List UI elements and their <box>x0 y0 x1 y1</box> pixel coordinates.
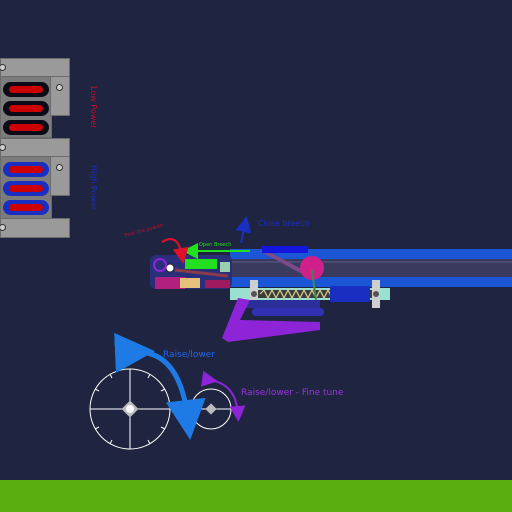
raise-lower-arrow <box>114 332 206 440</box>
open-breech-label: Open Breech <box>199 242 232 248</box>
low-power-rack-side <box>50 76 70 116</box>
raise-lower-fine-label: Raise/lower - Fine tune <box>241 388 344 398</box>
high-power-rack-side <box>50 156 70 196</box>
carriage-leg <box>222 298 320 342</box>
powder-arrow <box>161 238 189 264</box>
close-breech-marker <box>262 246 308 253</box>
screw-icon <box>0 144 6 151</box>
lever-arm[interactable] <box>174 268 229 278</box>
fine-tune-arrow <box>200 370 246 422</box>
low-power-shell-slot[interactable] <box>3 82 49 97</box>
close-breech-label: Close breech <box>258 219 310 228</box>
low-power-shell-slot[interactable] <box>3 101 49 116</box>
high-power-shell-slot[interactable] <box>3 200 49 215</box>
high-power-rack-bottom <box>0 218 70 238</box>
low-power-rack <box>0 76 52 138</box>
elevation-gear[interactable] <box>300 256 324 280</box>
low-power-shell-slot[interactable] <box>3 120 49 135</box>
close-breech-arrow <box>235 216 252 244</box>
high-power-shell-slot[interactable] <box>3 181 49 196</box>
ground <box>0 480 512 512</box>
raise-lower-label: Raise/lower <box>163 350 215 360</box>
fine-crank-icon[interactable] <box>190 388 232 430</box>
crank-wheel-icon[interactable] <box>89 368 171 450</box>
high-power-shell-slot[interactable] <box>3 162 49 177</box>
carriage-rail <box>252 308 324 316</box>
screw-icon <box>56 164 63 171</box>
screw-icon <box>0 64 6 71</box>
screw-icon <box>56 84 63 91</box>
screw-icon <box>0 224 6 231</box>
